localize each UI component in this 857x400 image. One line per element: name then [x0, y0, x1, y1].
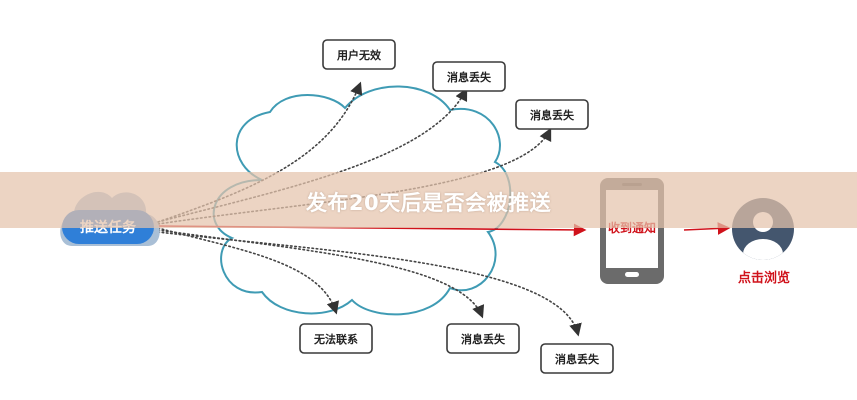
failure-node-label: 消息丢失	[461, 332, 506, 346]
connection-bottom1	[157, 227, 339, 315]
phone-home-button	[625, 272, 639, 277]
open-arrow	[683, 222, 731, 235]
user-action-label: 点击浏览	[738, 270, 790, 286]
banner-title: 发布20天后是否会被推送	[305, 191, 552, 215]
failure-node-label: 用户无效	[337, 48, 382, 62]
network-cloud-outline	[212, 85, 512, 316]
connection-top3	[157, 127, 552, 225]
failure-node-bottom3: 消息丢失	[540, 343, 614, 374]
failure-node-label: 消息丢失	[447, 70, 492, 84]
failure-node-label: 消息丢失	[555, 352, 600, 366]
failure-node-top2: 消息丢失	[432, 61, 506, 92]
failure-node-top1: 用户无效	[322, 39, 396, 70]
failure-node-label: 无法联系	[313, 332, 358, 346]
connection-bottom3	[157, 231, 582, 337]
failure-node-bottom2: 消息丢失	[446, 323, 520, 354]
connection-bottom2	[157, 229, 485, 319]
failure-node-label: 消息丢失	[530, 108, 575, 122]
title-banner	[0, 172, 857, 228]
failure-node-top3: 消息丢失	[515, 99, 589, 130]
failure-node-bottom1: 无法联系	[299, 323, 373, 354]
